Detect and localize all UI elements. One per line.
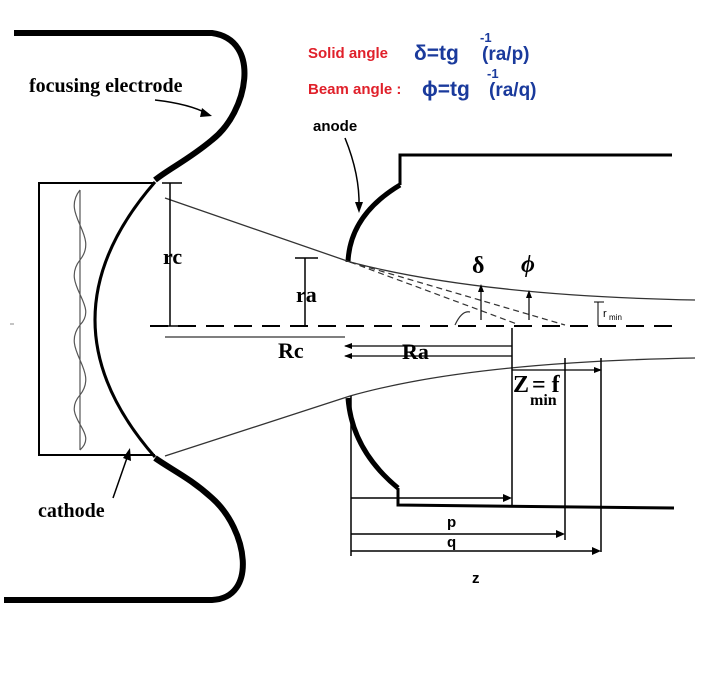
- cathode-box: [38, 182, 155, 456]
- anode-arrow: [344, 137, 360, 208]
- p-arrowhead: [503, 494, 512, 502]
- Ra-label: Ra: [402, 339, 429, 364]
- zmin-label: Z: [513, 372, 529, 398]
- focusing-electrode-arrowhead: [200, 108, 212, 117]
- cathode-surface: [93, 181, 157, 458]
- focusing-electrode-top: [14, 30, 248, 183]
- q-label: q: [447, 534, 456, 551]
- rc-label: rc: [163, 244, 182, 269]
- heater-filament: [73, 189, 87, 451]
- Rc-label: Rc: [278, 338, 304, 363]
- zmin-arrowhead: [594, 367, 602, 373]
- delta-label: δ: [472, 253, 484, 279]
- solid-angle-formula: δ=tg: [414, 42, 459, 65]
- anode-top: [398, 153, 672, 185]
- beam-angle-exponent: -1: [487, 66, 499, 81]
- focusing-electrode-label: focusing electrode: [29, 75, 183, 97]
- phi-arrowhead: [526, 290, 532, 298]
- anode-top-curve: [345, 182, 402, 263]
- ra-arrowhead: [344, 353, 352, 359]
- phi-projection: [349, 261, 566, 326]
- phi-label: ϕ: [521, 252, 535, 278]
- cathode-label: cathode: [38, 500, 105, 522]
- focusing-electrode-bottom: [4, 455, 246, 603]
- focusing-electrode-arrow: [154, 99, 209, 115]
- zmin-eq-label: = f: [532, 372, 561, 398]
- beam-angle-formula: ϕ=tg: [422, 78, 470, 101]
- solid-angle-argument: (ra/p): [482, 44, 530, 65]
- ra-label: ra: [296, 282, 317, 307]
- beam-envelope-bottom: [164, 357, 696, 457]
- anode-bottom: [396, 488, 675, 510]
- rmin-label: r: [603, 308, 607, 320]
- z-label: z: [472, 570, 480, 587]
- solid-angle-label: Solid angle: [308, 45, 388, 62]
- beam-angle-label: Beam angle :: [308, 81, 401, 98]
- z-arrowhead: [592, 547, 601, 555]
- beam-angle-argument: (ra/q): [489, 80, 537, 101]
- rc-arrowhead: [344, 343, 352, 349]
- delta-projection: [349, 261, 518, 325]
- delta-angle-arc: [454, 311, 471, 326]
- zmin-sub-label: min: [530, 392, 557, 409]
- anode-label: anode: [313, 118, 357, 135]
- cathode-arrowhead: [123, 448, 131, 461]
- rmin-sub-label: min: [609, 313, 622, 322]
- beam-envelope-top: [164, 197, 696, 301]
- cathode-arrow: [112, 454, 129, 499]
- anode-bottom-curve: [345, 397, 400, 490]
- solid-angle-exponent: -1: [480, 30, 492, 45]
- delta-arrowhead: [478, 284, 484, 292]
- anode-arrowhead: [355, 202, 363, 213]
- p-label: p: [447, 514, 456, 531]
- q-arrowhead: [556, 530, 565, 538]
